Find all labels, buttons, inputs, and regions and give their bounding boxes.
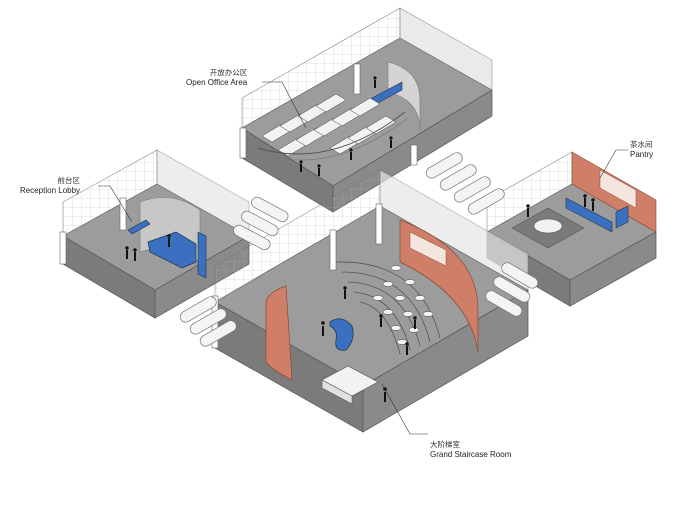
label-reception-en: Reception Lobby xyxy=(20,186,81,195)
label-staircase-cn: 大阶梯室 xyxy=(430,440,460,449)
label-staircase-en: Grand Staircase Room xyxy=(430,450,512,459)
label-open-office: 开放办公区 Open Office Area xyxy=(186,68,247,88)
connector-bridges xyxy=(179,152,539,347)
label-reception-cn: 前台区 xyxy=(57,176,81,185)
label-pantry: 茶水间 Pantry xyxy=(630,140,653,160)
label-pantry-cn: 茶水间 xyxy=(630,140,653,149)
open-office-block xyxy=(239,7,493,213)
label-reception: 前台区 Reception Lobby xyxy=(20,176,80,196)
pantry-block xyxy=(486,151,657,307)
staircase-block xyxy=(211,169,529,433)
label-open-office-en: Open Office Area xyxy=(186,78,248,87)
label-pantry-en: Pantry xyxy=(630,150,654,159)
leader-lines xyxy=(98,81,628,435)
label-staircase: 大阶梯室 Grand Staircase Room xyxy=(430,440,511,460)
reception-block xyxy=(59,149,250,319)
label-open-office-cn: 开放办公区 xyxy=(209,68,248,77)
